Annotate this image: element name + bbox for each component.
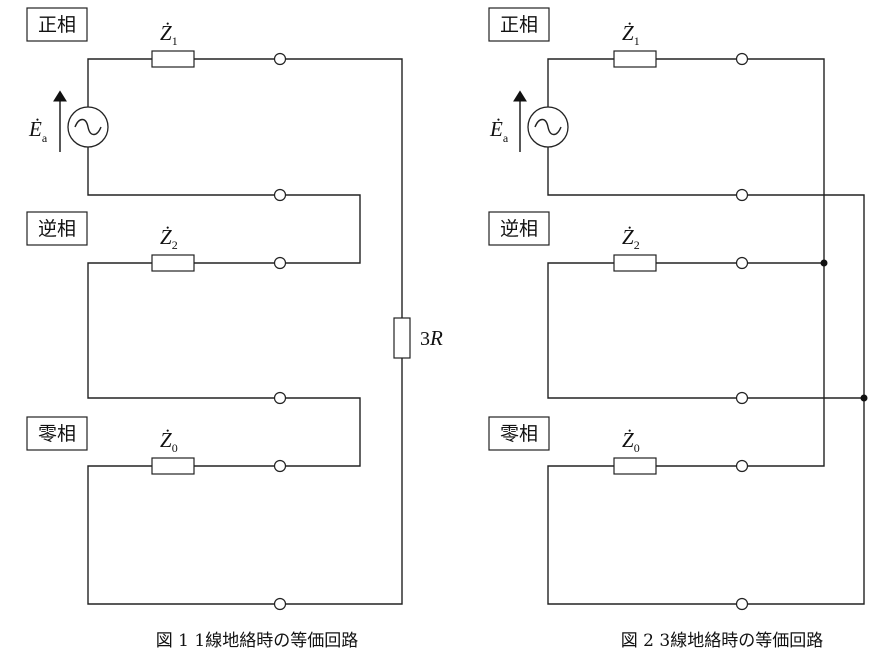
fig1-3r-resistor [393,317,411,359]
fig1-negative-label-box: 逆相 [26,211,88,246]
fig2-positive-wire [547,58,865,605]
figure-2-three-line-ground-fault: 正相 逆相 零相 Ėa Ż1 Ż2 Ż0 図 [488,7,868,651]
fig2-source-symbol: Ėa [489,117,509,145]
fig2-terminal [735,459,749,473]
fig2-junction-dot [820,259,828,267]
fig1-sine-icon [74,118,102,136]
fig2-z0-impedance [613,457,657,475]
fig2-z1-impedance [613,50,657,68]
fig1-terminal [273,391,287,405]
fig1-terminal [273,256,287,270]
fig2-junction-dot [860,394,868,402]
fig2-z2-impedance [613,254,657,272]
fig2-negative-wire [547,262,864,399]
fig1-positive-label-box: 正相 [26,7,88,42]
fig1-3r-label: 3R [420,326,443,350]
fig1-z2-impedance [151,254,195,272]
fig1-z1-symbol: Ż1 [160,21,178,48]
fig2-terminal [735,52,749,66]
fig1-terminal [273,188,287,202]
fig2-z2-symbol: Ż2 [622,225,640,252]
fig2-terminal [735,188,749,202]
fig1-z0-impedance [151,457,195,475]
fig2-zero-label-box: 零相 [488,416,550,451]
fig2-caption: 図 2 3線地絡時の等価回路 [621,631,823,651]
fig2-terminal [735,256,749,270]
fig2-sine-icon [534,118,562,136]
fig2-zero-label: 零相 [500,423,538,445]
fig2-terminal [735,597,749,611]
fig2-positive-label: 正相 [500,14,538,36]
fig1-z2-symbol: Ż2 [160,225,178,252]
fig1-terminal [273,459,287,473]
fig2-terminal [735,391,749,405]
fig1-zero-label-box: 零相 [26,416,88,451]
fig2-z0-symbol: Ż0 [622,428,640,455]
fig2-z1-symbol: Ż1 [622,21,640,48]
fig2-negative-label-box: 逆相 [488,211,550,246]
fig1-caption: 図 1 1線地絡時の等価回路 [156,631,358,651]
fig1-source-symbol: Ėa [28,117,48,145]
fig1-z0-symbol: Ż0 [160,428,178,455]
fig1-zero-label: 零相 [38,423,76,445]
fig1-z1-impedance [151,50,195,68]
fig1-terminal [273,52,287,66]
figure-1-single-line-ground-fault: 正相 逆相 零相 Ėa Ż1 Ż2 Ż0 3R 図 1 1 [26,7,443,651]
fig2-positive-label-box: 正相 [488,7,550,42]
fig2-negative-label: 逆相 [500,218,538,240]
fig1-positive-wire [87,58,403,605]
fig1-negative-label: 逆相 [38,218,76,240]
fig1-positive-label: 正相 [38,14,76,36]
fig1-terminal [273,597,287,611]
